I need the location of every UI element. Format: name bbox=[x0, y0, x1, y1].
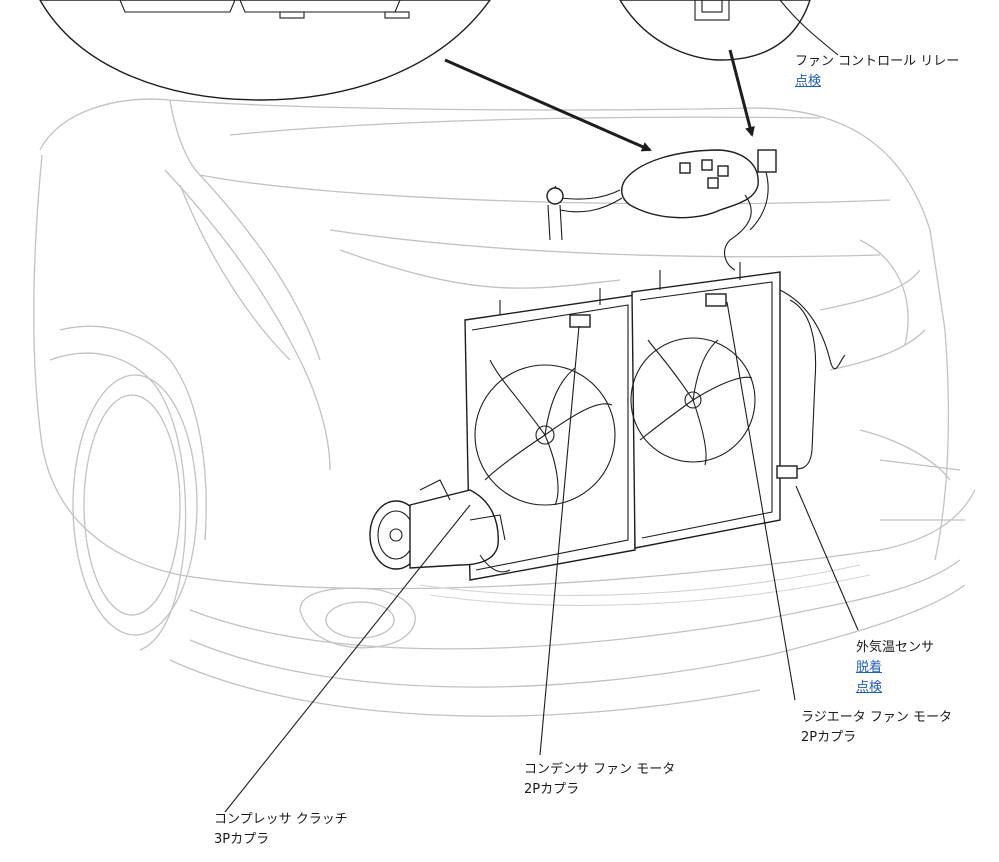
detail-circle-left bbox=[39, 0, 491, 101]
leader-ambient-temp-sensor bbox=[795, 485, 859, 631]
condenser-assembly bbox=[464, 288, 636, 581]
leader-compressor-clutch bbox=[224, 504, 471, 813]
condenser-fan-motor-label: コンデンサ ファン モータ bbox=[524, 762, 676, 777]
radiator-fan-motor-label: ラジエータ ファン モータ bbox=[801, 710, 953, 725]
detail-circle-right bbox=[619, 0, 811, 61]
car-body-outline bbox=[33, 98, 976, 717]
callout-radiator-fan-motor: ラジエータ ファン モータ 2Pカプラ bbox=[801, 708, 952, 748]
relay-box bbox=[546, 149, 777, 271]
radiator-assembly bbox=[630, 262, 846, 549]
leader-fan-control-relay bbox=[779, 0, 839, 56]
callout-compressor-clutch: コンプレッサ クラッチ 3Pカプラ bbox=[214, 810, 348, 850]
ambient-temp-sensor-inspect-link[interactable]: 点検 bbox=[856, 680, 883, 695]
pointer-arrow-left bbox=[444, 58, 652, 152]
pointer-arrow-right bbox=[728, 49, 755, 137]
fan-control-relay-inspect-link[interactable]: 点検 bbox=[795, 74, 822, 89]
callout-condenser-fan-motor: コンデンサ ファン モータ 2Pカプラ bbox=[524, 760, 675, 800]
radiator-fan-motor-connector: 2Pカプラ bbox=[801, 730, 857, 745]
fan-control-relay-label: ファン コントロール リレー bbox=[795, 54, 960, 69]
ac-compressor bbox=[369, 479, 511, 573]
compressor-clutch-label: コンプレッサ クラッチ bbox=[214, 812, 348, 827]
compressor-clutch-connector: 3Pカプラ bbox=[214, 832, 270, 847]
leader-condenser-fan-motor bbox=[539, 325, 580, 756]
ambient-temp-sensor-remove-link[interactable]: 脱着 bbox=[856, 660, 883, 675]
callout-ambient-temp-sensor: 外気温センサ 脱着 点検 bbox=[856, 638, 934, 698]
condenser-fan-motor-connector: 2Pカプラ bbox=[524, 782, 580, 797]
ambient-temp-sensor-label: 外気温センサ bbox=[856, 640, 935, 655]
leader-radiator-fan-motor bbox=[726, 301, 796, 701]
callout-fan-control-relay: ファン コントロール リレー 点検 bbox=[795, 52, 959, 92]
